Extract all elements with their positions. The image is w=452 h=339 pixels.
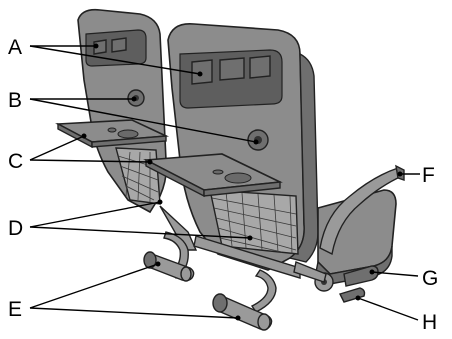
lower-control: [340, 288, 365, 302]
callout-h: H: [422, 311, 437, 334]
callout-f: F: [422, 164, 435, 187]
callout-d: D: [8, 217, 23, 240]
rear-seat: [58, 10, 166, 212]
callout-a: A: [8, 36, 22, 59]
callout-c: C: [8, 150, 23, 173]
callout-e: E: [8, 298, 22, 321]
callout-b: B: [8, 89, 22, 112]
callout-g: G: [422, 267, 438, 290]
